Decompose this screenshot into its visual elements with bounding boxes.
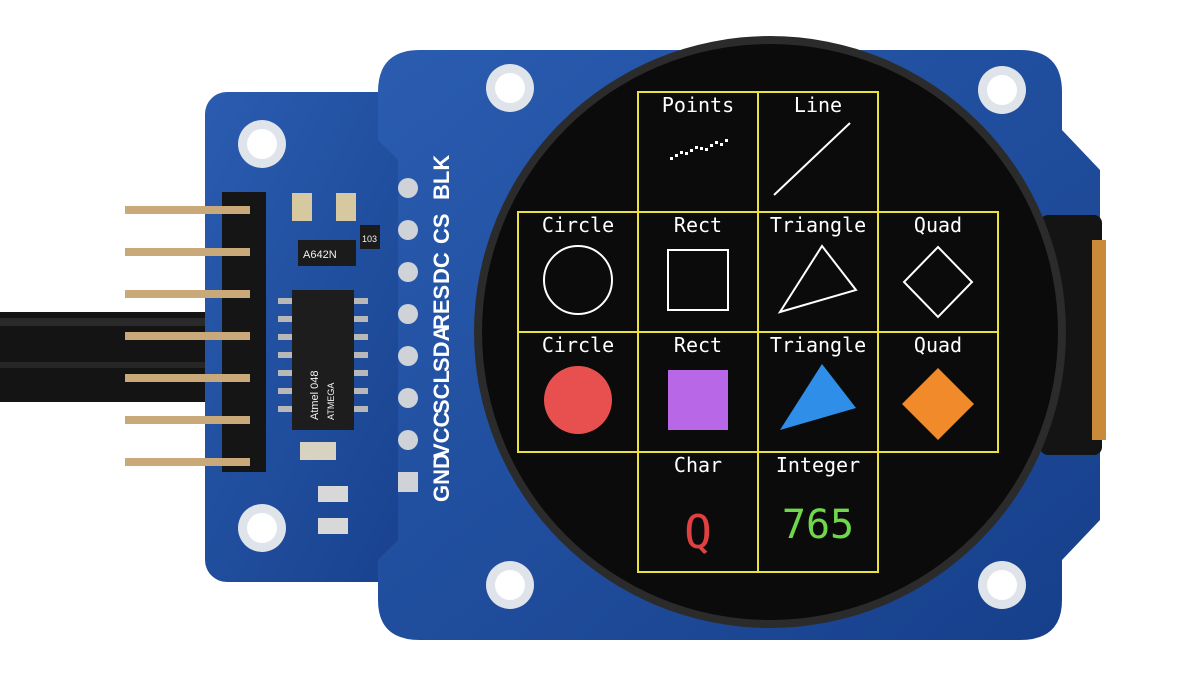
round-lcd: Points Line Circle Rect Triangle Quad Ci… <box>474 36 1066 628</box>
pin-labels: GND VCC SCL SDA RES DC CS BLK <box>429 155 454 502</box>
ic-chip: Atmel 048 ATMEGA <box>278 290 368 430</box>
triangle-filled-shape <box>780 364 856 430</box>
pin-label-sda: SDA <box>429 325 454 372</box>
header-pin <box>125 206 250 214</box>
label-quad-outline: Quad <box>914 213 962 237</box>
char-value: Q <box>684 505 712 559</box>
label-circle-filled: Circle <box>542 333 614 357</box>
line-demo <box>773 122 851 196</box>
header-pin <box>125 290 250 298</box>
capacitor <box>300 442 336 460</box>
label-integer: Integer <box>776 453 860 477</box>
label-rect-filled: Rect <box>674 333 722 357</box>
header-pin <box>125 248 250 256</box>
points-demo <box>670 139 728 160</box>
integer-value: 765 <box>782 502 854 548</box>
resistor <box>318 486 348 502</box>
label-circle-outline: Circle <box>542 213 614 237</box>
label-line: Line <box>794 93 842 117</box>
label-points: Points <box>662 93 734 117</box>
small-component <box>360 225 380 249</box>
ic-marking-2: ATMEGA <box>326 383 336 420</box>
label-triangle-outline: Triangle <box>770 213 866 237</box>
label-rect-outline: Rect <box>674 213 722 237</box>
solder-pads <box>398 178 418 492</box>
resistor <box>298 240 356 266</box>
pin-label-vcc: VCC <box>429 411 454 458</box>
rect-filled-shape <box>668 370 728 430</box>
circle-outline-shape <box>543 245 613 315</box>
pin-label-scl: SCL <box>429 370 454 414</box>
capacitor <box>336 193 356 221</box>
ic-marking-1: Atmel 048 <box>309 370 321 420</box>
quad-outline-shape <box>902 245 974 319</box>
header-pin <box>125 374 250 382</box>
circle-filled-shape <box>544 366 612 434</box>
triangle-outline-shape <box>777 244 858 314</box>
header-pin <box>125 332 250 340</box>
label-triangle-filled: Triangle <box>770 333 866 357</box>
rect-outline-shape <box>667 249 729 311</box>
label-char: Char <box>674 453 722 477</box>
capacitor <box>292 193 312 221</box>
quad-filled-shape <box>902 368 974 440</box>
adapter-board: A642N 103 Atmel 048 ATMEGA <box>125 92 455 582</box>
header-pins <box>125 192 266 472</box>
pin-label-gnd: GND <box>429 453 454 502</box>
lcd-content: Points Line Circle Rect Triangle Quad Ci… <box>517 91 999 573</box>
demo-grid <box>517 91 999 573</box>
header-pin <box>125 458 250 466</box>
pin-label-cs: CS <box>429 213 454 244</box>
header-pin <box>125 416 250 424</box>
pin-label-dc: DC <box>429 252 454 284</box>
label-quad-filled: Quad <box>914 333 962 357</box>
pin-label-res: RES <box>429 285 454 330</box>
pin-label-blk: BLK <box>429 155 454 200</box>
resistor <box>318 518 348 534</box>
resistor-marking: A642N <box>303 249 337 261</box>
small-component-marking: 103 <box>362 234 377 244</box>
